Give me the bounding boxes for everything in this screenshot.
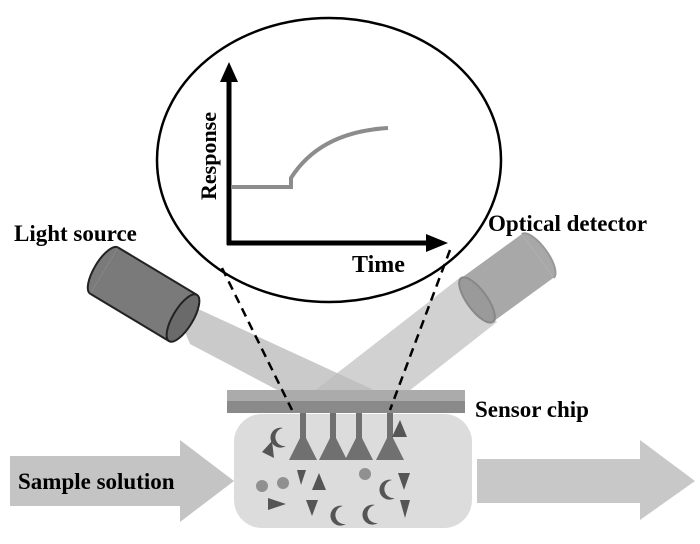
sensor-chip-bottom bbox=[227, 401, 465, 413]
zoom-dashed-line-right bbox=[388, 249, 452, 411]
sensor-chip-label: Sensor chip bbox=[475, 397, 589, 422]
receptor-probes bbox=[289, 413, 404, 460]
x-axis-label: Time bbox=[352, 252, 405, 278]
zoom-dashed-line-left bbox=[220, 267, 294, 411]
magnified-view-circle bbox=[155, 16, 503, 304]
outflow-arrow bbox=[477, 440, 695, 520]
reflected-beam bbox=[300, 276, 497, 402]
optical-detector-label: Optical detector bbox=[488, 211, 647, 236]
light-source-label: Light source bbox=[14, 221, 137, 246]
inflow-arrow bbox=[10, 440, 234, 522]
sensor-chip-top bbox=[227, 390, 465, 401]
y-axis-arrowhead bbox=[220, 62, 238, 82]
flow-cell bbox=[234, 414, 472, 528]
y-axis-label: Response bbox=[196, 112, 221, 200]
optical-detector-cylinder bbox=[458, 232, 557, 324]
sample-solution-label: Sample solution bbox=[18, 469, 175, 494]
light-source-cylinder bbox=[86, 245, 201, 343]
response-curve bbox=[231, 126, 389, 189]
analyte-molecules bbox=[256, 420, 410, 526]
x-axis-arrowhead bbox=[426, 234, 448, 252]
